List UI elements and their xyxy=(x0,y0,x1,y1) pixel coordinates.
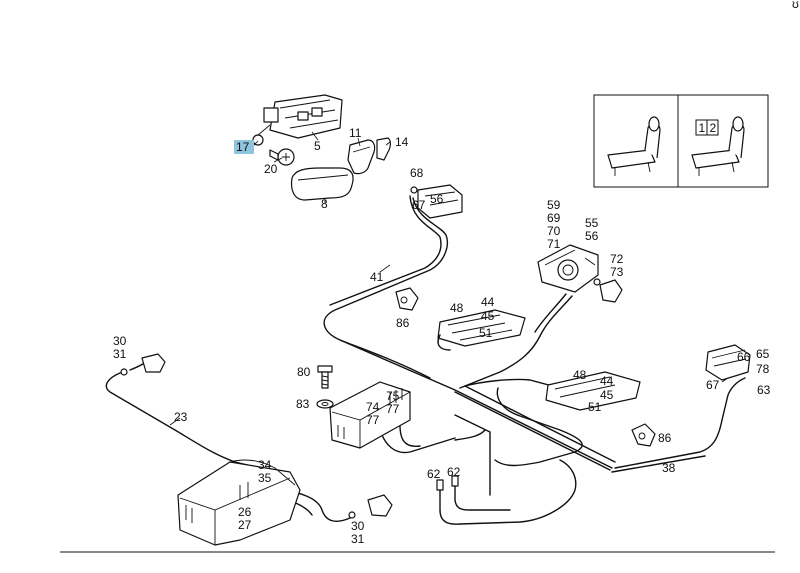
connector-62a xyxy=(436,479,444,491)
callout-55[interactable]: 55 xyxy=(585,216,599,230)
corner-mark: ʊ xyxy=(792,0,799,11)
callout-44[interactable]: 44 xyxy=(481,295,495,309)
connector-62b xyxy=(451,475,459,487)
callout-75[interactable]: 75 xyxy=(386,389,400,403)
screw-20 xyxy=(269,148,295,166)
wiring-harness xyxy=(105,195,746,525)
callout-34[interactable]: 34 xyxy=(258,458,272,472)
trim-panel-8 xyxy=(290,167,354,201)
callout-14[interactable]: 14 xyxy=(395,135,409,149)
callout-67[interactable]: 67 xyxy=(412,198,426,212)
callout-51b[interactable]: 51 xyxy=(588,400,602,414)
callout-68[interactable]: 68 xyxy=(410,166,424,180)
callout-45[interactable]: 45 xyxy=(481,309,495,323)
callout-70[interactable]: 70 xyxy=(547,224,561,238)
callout-83[interactable]: 83 xyxy=(296,397,310,411)
callout-23[interactable]: 23 xyxy=(174,410,188,424)
callout-56[interactable]: 56 xyxy=(430,192,444,206)
callout-56b[interactable]: 56 xyxy=(585,229,599,243)
callout-80[interactable]: 80 xyxy=(297,365,311,379)
callout-labels: 17 5 11 14 20 8 68 67 56 59 69 70 71 55 … xyxy=(113,126,771,546)
callout-77[interactable]: 77 xyxy=(386,402,400,416)
memory-button-2: 2 xyxy=(710,121,717,135)
cover-14 xyxy=(376,137,391,161)
motor-59 xyxy=(537,244,599,293)
callout-44b[interactable]: 44 xyxy=(600,374,614,388)
clip-17 xyxy=(252,124,271,146)
callout-67b[interactable]: 67 xyxy=(706,378,720,392)
nut-83 xyxy=(316,399,334,409)
callout-86[interactable]: 86 xyxy=(396,316,410,330)
switch-group-lower xyxy=(545,371,641,411)
callout-31[interactable]: 31 xyxy=(113,347,127,361)
callout-8[interactable]: 8 xyxy=(321,197,328,211)
callout-35[interactable]: 35 xyxy=(258,471,272,485)
connector-30-lower xyxy=(348,494,393,519)
connector-68 xyxy=(410,184,463,219)
leader-lines xyxy=(169,131,729,467)
seat-module-34 xyxy=(177,459,301,546)
callout-5[interactable]: 5 xyxy=(314,139,321,153)
callout-63[interactable]: 63 xyxy=(757,383,771,397)
seat-memory-icon xyxy=(691,116,745,176)
connector-66 xyxy=(705,344,751,381)
seat-icon xyxy=(607,116,661,176)
highlight-box xyxy=(234,140,254,154)
connector-72 xyxy=(593,278,623,303)
clip-86-lower xyxy=(631,423,656,447)
connector-30-upper xyxy=(120,353,166,376)
callout-59[interactable]: 59 xyxy=(547,198,561,212)
callout-74[interactable]: 74 xyxy=(366,400,380,414)
callout-38[interactable]: 38 xyxy=(662,461,676,475)
callout-71[interactable]: 71 xyxy=(547,237,561,251)
callout-26[interactable]: 26 xyxy=(238,505,252,519)
cover-11 xyxy=(347,139,376,175)
clip-86-upper xyxy=(395,287,419,311)
callout-86b[interactable]: 86 xyxy=(658,431,672,445)
switch-group-upper xyxy=(437,309,526,351)
callout-48[interactable]: 48 xyxy=(450,301,464,315)
callout-30[interactable]: 30 xyxy=(113,334,127,348)
callout-31b[interactable]: 31 xyxy=(351,532,365,546)
screw-80 xyxy=(317,365,333,389)
callout-78[interactable]: 78 xyxy=(756,362,770,376)
callout-77b[interactable]: 77 xyxy=(366,413,380,427)
inset-seat-views: 1 2 xyxy=(593,94,769,188)
callout-20[interactable]: 20 xyxy=(264,162,278,176)
callout-17[interactable]: 17 xyxy=(236,140,250,154)
callout-72[interactable]: 72 xyxy=(610,252,624,266)
callout-41[interactable]: 41 xyxy=(370,270,384,284)
callout-73[interactable]: 73 xyxy=(610,265,624,279)
memory-button-1: 1 xyxy=(699,121,706,135)
callout-65[interactable]: 65 xyxy=(756,347,770,361)
callout-11[interactable]: 11 xyxy=(349,126,362,140)
callout-51[interactable]: 51 xyxy=(479,326,493,340)
callout-45b[interactable]: 45 xyxy=(600,388,614,402)
callout-48b[interactable]: 48 xyxy=(573,368,587,382)
callout-62b[interactable]: 62 xyxy=(447,465,461,479)
switch-block-5 xyxy=(263,94,343,139)
callout-27[interactable]: 27 xyxy=(238,518,252,532)
callout-62[interactable]: 62 xyxy=(427,467,441,481)
control-unit-74 xyxy=(329,381,411,449)
callout-30b[interactable]: 30 xyxy=(351,519,365,533)
callout-69[interactable]: 69 xyxy=(547,211,561,225)
callout-66[interactable]: 66 xyxy=(737,350,751,364)
